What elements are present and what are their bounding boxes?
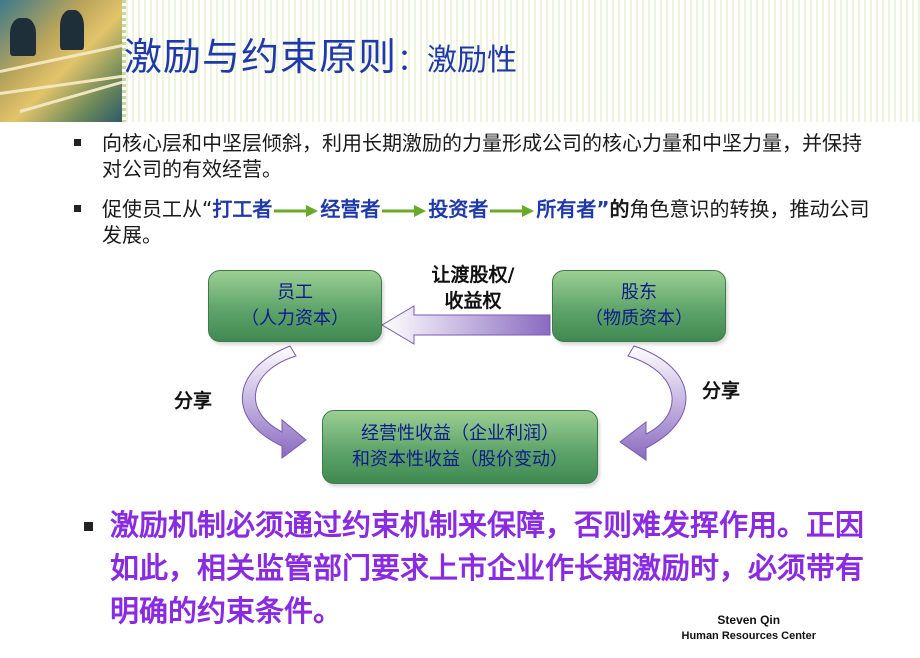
transfer-label-line1: 让渡股权/ <box>431 264 515 286</box>
employee-sub-label: （人力资本） <box>241 308 349 329</box>
bullet-text-1: 向核心层和中坚层倾斜，利用长期激励的力量形成公司的核心力量和中坚力量，并保持对公… <box>102 131 862 181</box>
slide-title-separator: ： <box>397 43 428 78</box>
slide-title: 激励与约束原则：激励性 <box>124 26 517 86</box>
quote-close: ” <box>596 197 610 221</box>
right-arrow-icon <box>274 204 319 217</box>
title-background-stripes <box>126 0 920 122</box>
shareholder-label: 股东 <box>621 282 657 303</box>
share-label-left: 分享 <box>173 390 212 412</box>
bullet-square-icon <box>74 205 81 212</box>
share-label-right: 分享 <box>701 380 740 402</box>
bottom-note: 激励机制必须通过约束机制来保障，否则难发挥作用。正因如此，相关监管部门要求上市企… <box>82 504 872 633</box>
right-arrow-icon <box>382 204 427 217</box>
bullet-text-2-de: 的 <box>609 197 630 221</box>
bullet-square-icon <box>74 139 81 146</box>
author-org: Human Resources Center <box>681 630 817 642</box>
role-worker: 打工者 <box>212 197 273 221</box>
income-box: 经营性收益（企业利润） 和资本性收益（股价变动） <box>322 410 598 484</box>
shareholder-box: 股东 （物质资本） <box>552 270 726 342</box>
slide-title-sub: 激励性 <box>427 43 518 78</box>
bullet-item-1: 向核心层和中坚层倾斜，利用长期激励的力量形成公司的核心力量和中坚力量，并保持对公… <box>70 130 870 182</box>
header-decorative-image <box>0 0 122 122</box>
income-label-line2: 和资本性收益（股价变动） <box>352 449 568 470</box>
role-owner: 所有者 <box>536 197 597 221</box>
bullet-item-2: 促使员工从“打工者 经营者 投资者 所有者”的角色意识的转换，推动公司发展。 <box>70 196 870 248</box>
role-manager: 经营者 <box>320 197 381 221</box>
header-divider-stripes <box>122 0 126 122</box>
curved-arrow-right <box>619 345 687 461</box>
curved-arrow-left <box>242 345 307 459</box>
bullet-list: 向核心层和中坚层倾斜，利用长期激励的力量形成公司的核心力量和中坚力量，并保持对公… <box>70 130 870 262</box>
right-arrow-icon <box>490 204 535 217</box>
role-investor: 投资者 <box>428 197 489 221</box>
transfer-label: 让渡股权/ 收益权 <box>408 262 538 314</box>
employee-label: 员工 <box>277 282 313 303</box>
bullet-text-2-prefix: 促使员工从“ <box>102 197 213 221</box>
bottom-note-text: 激励机制必须通过约束机制来保障，否则难发挥作用。正因如此，相关监管部门要求上市企… <box>110 508 865 628</box>
shareholder-sub-label: （物质资本） <box>585 308 693 329</box>
employee-box: 员工 （人力资本） <box>208 270 382 342</box>
author-name: Steven Qin <box>717 613 781 627</box>
slide-title-main: 激励与约束原则 <box>124 35 398 79</box>
transfer-label-line2: 收益权 <box>444 290 502 312</box>
income-label-line1: 经营性收益（企业利润） <box>361 423 559 444</box>
author-credit: Steven Qin Human Resources Center <box>682 612 817 644</box>
transfer-arrow <box>381 305 551 345</box>
bullet-square-icon <box>84 522 93 531</box>
bullet-text-2-suffix: 角色意识的转换，推动公司发展。 <box>102 197 870 247</box>
